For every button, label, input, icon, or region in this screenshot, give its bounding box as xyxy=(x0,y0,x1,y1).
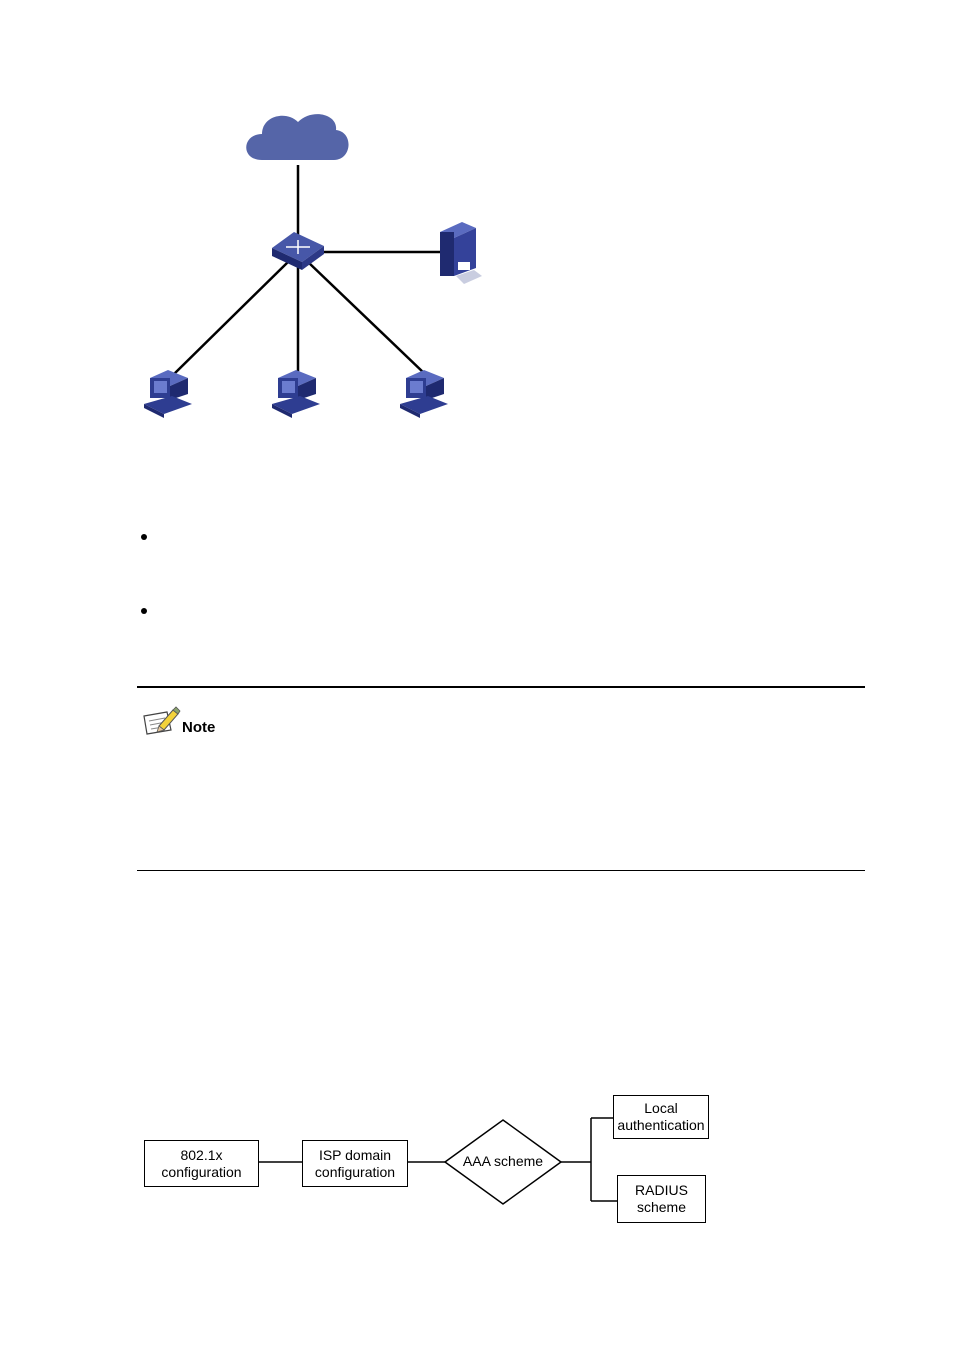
flowchart-connectors xyxy=(258,1117,617,1205)
internet-cloud-icon xyxy=(246,114,349,160)
note-pencil-icon xyxy=(143,706,181,735)
pc-icon xyxy=(144,370,192,418)
pc-icon xyxy=(400,370,448,418)
pc-icon xyxy=(272,370,320,418)
aaa-scheme-label: AAA scheme xyxy=(462,1153,544,1169)
note-bottom-rule xyxy=(137,870,865,871)
network-topology-diagram xyxy=(144,114,482,418)
server-icon xyxy=(440,222,482,284)
note-top-rule xyxy=(137,686,865,688)
bullet-point xyxy=(141,608,147,614)
bullet-point xyxy=(141,534,147,540)
switch-icon xyxy=(272,232,324,270)
network-links xyxy=(171,165,440,377)
note-label: Note xyxy=(182,719,216,736)
